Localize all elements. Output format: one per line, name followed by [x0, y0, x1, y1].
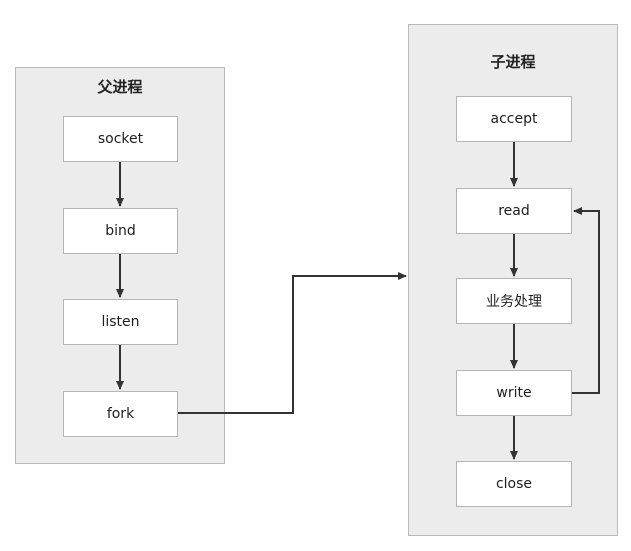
bind-node: bind — [63, 208, 178, 254]
fork-node: fork — [63, 391, 178, 437]
read-node: read — [456, 188, 572, 234]
listen-node: listen — [63, 299, 178, 345]
business-process-node: 业务处理 — [456, 278, 572, 324]
close-node: close — [456, 461, 572, 507]
write-node: write — [456, 370, 572, 416]
child-process-title: 子进程 — [490, 53, 536, 71]
parent-process-title: 父进程 — [97, 78, 143, 96]
socket-node: socket — [63, 116, 178, 162]
accept-node: accept — [456, 96, 572, 142]
